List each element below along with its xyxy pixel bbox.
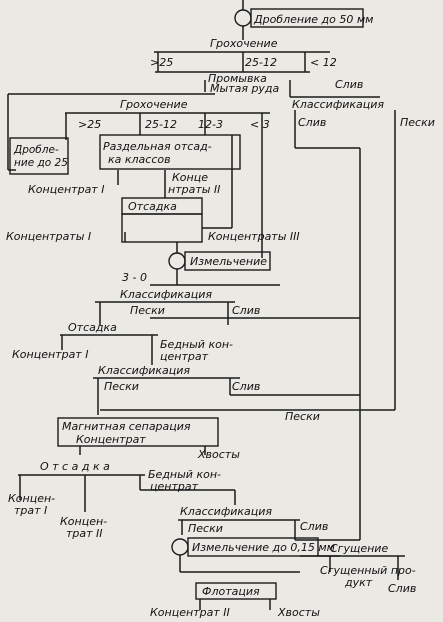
label-overflow-3: Слив xyxy=(232,304,260,317)
label-thickening: Сгущение xyxy=(330,542,388,555)
crushing25-box xyxy=(9,137,69,175)
label-separate-jig-b: ка классов xyxy=(108,153,171,166)
label-conc-1-b: трат I xyxy=(14,504,47,517)
label-size2-25-12: 25-12 xyxy=(145,118,177,131)
label-lean-conc2-a: Бедный кон- xyxy=(148,468,221,481)
label-lean-conc2-b: центрат xyxy=(150,480,199,493)
grinding1-box xyxy=(184,251,271,271)
label-washed-ore: Мытая руда xyxy=(210,82,280,95)
label-lean-conc-a: Бедный кон- xyxy=(160,338,233,351)
label-thickened-b: дукт xyxy=(344,576,373,589)
label-sands-4: Пески xyxy=(285,410,320,423)
label-overflow-2: Слив xyxy=(298,116,326,129)
label-conc-2-b: трат II xyxy=(66,527,103,540)
label-overflow-4: Слив xyxy=(232,380,260,393)
label-classification-3: Классификация xyxy=(98,364,190,377)
label-concentrate-1: Концентрат I xyxy=(28,183,104,196)
jigging1-lower-box xyxy=(121,213,203,243)
crusher-circle xyxy=(234,9,252,27)
label-overflow-top: Слив xyxy=(335,78,363,91)
label-sands-5: Пески xyxy=(188,522,223,535)
label-separate-jig-a: Раздельная отсад- xyxy=(103,140,212,153)
label-grinding-1: Измельчение xyxy=(190,255,267,268)
mill2-circle xyxy=(171,538,189,556)
label-size-25-12: 25-12 xyxy=(245,56,277,69)
label-tailings-final: Хвосты xyxy=(277,606,320,619)
label-sands-2: Пески xyxy=(130,304,165,317)
label-size2-gt25: >25 xyxy=(78,118,101,131)
label-sands-3: Пески xyxy=(104,380,139,393)
label-thickened-a: Сгущенный про- xyxy=(320,564,416,577)
label-crushing-50: Дробление до 50 мм xyxy=(253,13,373,26)
label-concentrate-final: Концентрат II xyxy=(150,606,230,619)
label-size2-lt3: < 3 xyxy=(250,118,270,131)
mill-circle xyxy=(168,252,186,270)
label-jigging-1: Отсадка xyxy=(128,200,177,213)
label-lean-conc-b: центрат xyxy=(160,350,209,363)
label-grinding-2: Измельчение до 0,15 мм xyxy=(192,541,335,554)
label-washing: Промывка xyxy=(208,72,267,85)
label-concentrates2-a: Конце xyxy=(172,171,208,184)
separate-jig-box xyxy=(99,134,241,170)
label-screening-2: Грохочение xyxy=(120,98,188,111)
label-concentrate-1b: Концентрат I xyxy=(12,348,88,361)
label-overflow-6: Слив xyxy=(388,582,416,595)
label-magnetic-sep: Магнитная сепарация xyxy=(62,420,191,433)
flow-labels: Дробление до 50 мм Грохочение >25 25-12 … xyxy=(6,13,435,619)
label-overflow-5: Слив xyxy=(300,520,328,533)
label-jigging-3: О т с а д к а xyxy=(40,460,110,473)
label-concentrates-1: Концентраты I xyxy=(6,230,91,243)
label-tailings-1: Хвосты xyxy=(197,448,240,461)
label-size-gt25: >25 xyxy=(150,56,173,69)
label-size-3-0: 3 - 0 xyxy=(122,271,147,284)
flow-lines xyxy=(7,0,405,610)
magnetic-box xyxy=(57,417,219,447)
label-classification-4: Классификация xyxy=(180,505,272,518)
label-crushing25-a: Дробле- xyxy=(13,144,59,156)
label-size-lt12: < 12 xyxy=(310,56,337,69)
label-classification-top: Классификация xyxy=(292,98,384,111)
label-jigging-2: Отсадка xyxy=(68,321,117,334)
label-size2-12-3: 12-3 xyxy=(198,118,223,131)
label-classification-2: Классификация xyxy=(120,288,212,301)
label-crushing25-b: ние до 25 xyxy=(14,157,68,169)
label-conc-1-a: Концен- xyxy=(8,492,55,505)
label-flotation: Флотация xyxy=(202,585,260,598)
label-concentrate-mag: Концентрат xyxy=(76,433,146,446)
label-sands-right: Пески xyxy=(400,116,435,129)
crushing-box xyxy=(250,8,364,28)
label-concentrates2-b: нтраты II xyxy=(168,183,220,196)
label-concentrates-3: Концентраты III xyxy=(208,230,300,243)
grinding2-box xyxy=(187,537,319,557)
label-conc-2-a: Концен- xyxy=(60,515,107,528)
flotation-box xyxy=(195,582,277,600)
label-screening-1: Грохочение xyxy=(210,37,278,50)
